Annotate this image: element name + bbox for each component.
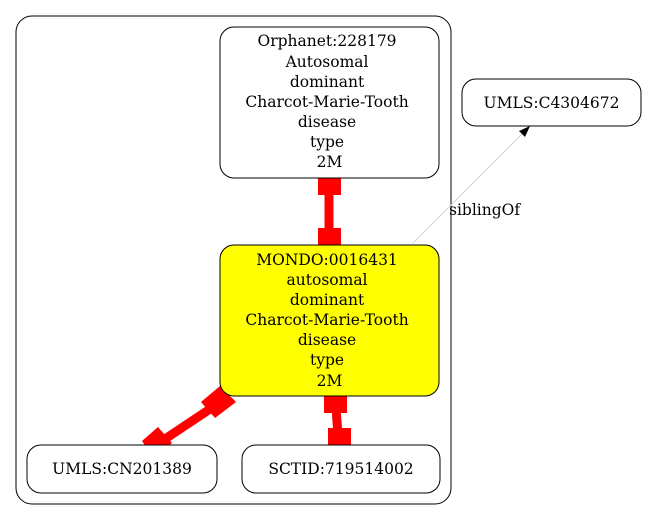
node-label: SCTID:719514002 <box>268 460 413 478</box>
edge-mondo-to-umls-c <box>412 126 530 244</box>
cluster-boundary <box>15 15 452 505</box>
node-label: MONDO:0016431 autosomal dominant Charcot… <box>245 251 413 390</box>
edge-label-sibling-of: siblingOf <box>449 201 521 219</box>
node-sctid-719514002[interactable]: SCTID:719514002 <box>241 444 441 494</box>
edge-orphanet-mondo <box>318 171 341 252</box>
edge-mondo-sctid <box>324 391 351 450</box>
node-umls-cn201389[interactable]: UMLS:CN201389 <box>26 444 218 494</box>
node-label: Orphanet:228179 Autosomal dominant Charc… <box>245 32 413 171</box>
node-mondo-0016431[interactable]: MONDO:0016431 autosomal dominant Charcot… <box>219 244 440 397</box>
node-orphanet-228179[interactable]: Orphanet:228179 Autosomal dominant Charc… <box>219 26 440 179</box>
node-label: UMLS:CN201389 <box>52 460 192 478</box>
node-label: UMLS:C4304672 <box>484 94 620 112</box>
node-umls-c4304672[interactable]: UMLS:C4304672 <box>461 78 642 127</box>
arrowhead <box>519 126 530 137</box>
